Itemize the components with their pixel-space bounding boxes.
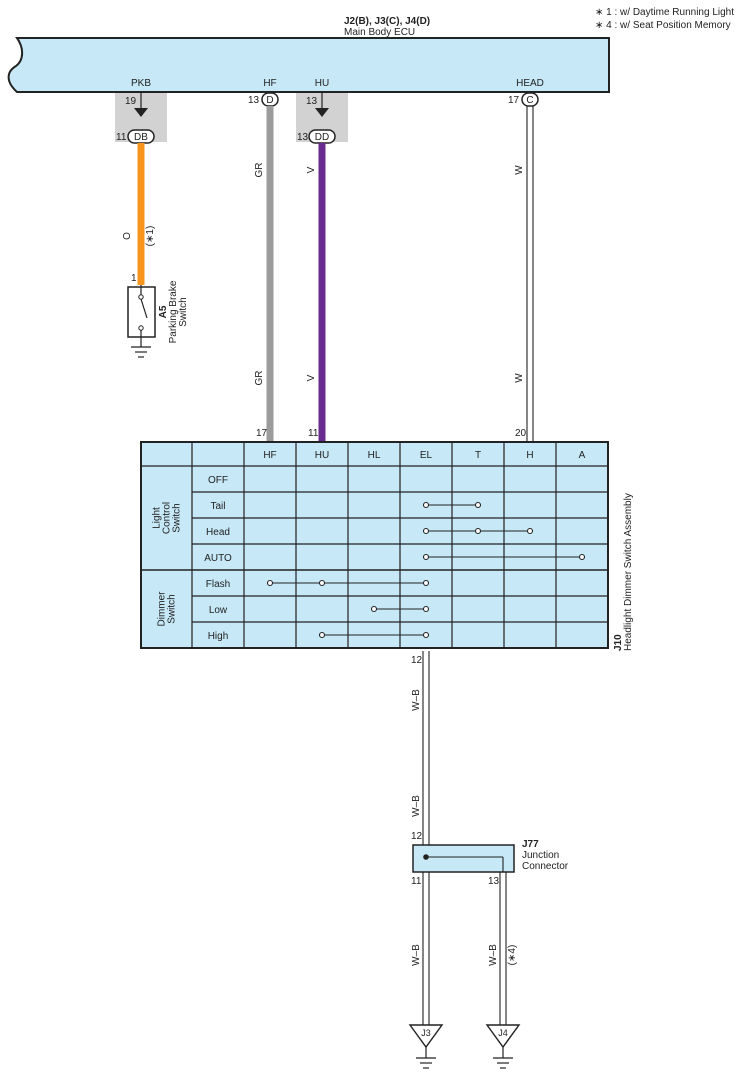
pin-ps: 1 [131, 273, 137, 284]
switch-row-low: Low [209, 605, 228, 616]
pin-sw-hu: 11 [308, 428, 319, 439]
pin-hu-top: 13 [306, 96, 318, 107]
wire-j4-note: (∗4) [507, 945, 518, 966]
pin-jc-out2: 13 [488, 876, 500, 887]
switch-row-tail: Tail [210, 501, 225, 512]
switch-row-auto: AUTO [204, 553, 232, 564]
switch-col-el: EL [420, 450, 433, 461]
switch-group-label: Dimmer [157, 591, 168, 627]
switch-group-label: Switch [172, 503, 183, 532]
pin-jc-out1: 11 [411, 876, 422, 887]
connector-c-label: C [526, 95, 533, 106]
pin-sw-hf: 17 [256, 428, 268, 439]
wire-pkb-color: O [122, 232, 133, 240]
junction-name1: Junction [522, 850, 559, 861]
ecu-terminal-head: HEAD [516, 78, 544, 89]
switch-group-label: Switch [167, 594, 178, 623]
ecu-name: Main Body ECU [344, 27, 415, 38]
ecu-body [7, 37, 610, 93]
switch-contact [422, 579, 430, 587]
ground-j3 [408, 1024, 444, 1049]
junction-connector [412, 844, 515, 873]
switch-contact [422, 553, 430, 561]
wire-head-color-bottom: W [514, 373, 525, 383]
arrow-pkb [134, 108, 148, 117]
switch-group-label: Light [152, 507, 163, 529]
wire-hf-color-bottom: GR [254, 371, 265, 386]
connector-dd-label: DD [315, 132, 329, 143]
parking-switch-name1: Parking Brake [168, 280, 179, 343]
switch-row-head: Head [206, 527, 230, 538]
pin-head: 17 [508, 95, 520, 106]
ground-j4 [485, 1024, 521, 1049]
ecu-terminal-pkb: PKB [131, 78, 151, 89]
ground-j4-label: J4 [498, 1028, 508, 1038]
switch-contact [422, 605, 430, 613]
connector-d-label: D [266, 95, 273, 106]
note-1: ∗ 1 : w/ Daytime Running Light [595, 7, 734, 18]
connector-db-label: DB [134, 132, 148, 143]
wire-j4-color: W–B [488, 944, 499, 966]
switch-contact [578, 553, 586, 561]
junction-code: J77 [522, 839, 539, 850]
junction-name2: Connector [522, 861, 569, 872]
parking-switch-code: A5 [158, 305, 169, 318]
pin-pkb-top: 19 [125, 96, 137, 107]
wire-hu-color-bottom: V [306, 374, 317, 381]
switch-contact [474, 501, 482, 509]
pin-hf: 13 [248, 95, 260, 106]
ecu-code: J2(B), J3(C), J4(D) [344, 16, 430, 27]
switch-col-a: A [579, 450, 586, 461]
switch-contact [422, 631, 430, 639]
ground-j3-label: J3 [421, 1028, 431, 1038]
pin-jc-in: 12 [411, 831, 423, 842]
switch-col-hl: HL [368, 450, 381, 461]
switch-contact [318, 579, 326, 587]
switch-col-hu: HU [315, 450, 329, 461]
pin-sw-ground: 12 [411, 655, 423, 666]
switch-row-flash: Flash [206, 579, 230, 590]
switch-col-hf: HF [263, 450, 276, 461]
switch-contact [526, 527, 534, 535]
wire-ground-color-2: W–B [411, 795, 422, 817]
wire-ground-color-1: W–B [411, 689, 422, 711]
switch-contact [370, 605, 378, 613]
parking-switch-name2: Switch [178, 297, 189, 326]
pin-pkb-conn: 11 [116, 132, 127, 143]
wire-hu-color-top: V [306, 166, 317, 173]
switch-table-frame [140, 441, 609, 649]
switch-contact [266, 579, 274, 587]
switch-col-t: T [475, 450, 481, 461]
pin-sw-head: 20 [515, 428, 527, 439]
wire-pkb-note: (∗1) [145, 226, 156, 247]
switch-row-off: OFF [208, 475, 228, 486]
switch-col-h: H [526, 450, 533, 461]
wire-hf-color-top: GR [254, 163, 265, 178]
arrow-hu [315, 108, 329, 117]
wire-head-color-top: W [514, 165, 525, 175]
ecu-terminal-hf: HF [263, 78, 276, 89]
switch-contact [318, 631, 326, 639]
switch-contact [422, 501, 430, 509]
switch-group-label: Control [162, 502, 173, 534]
assembly-code: J10 [613, 634, 624, 651]
pin-hu-conn: 13 [297, 132, 309, 143]
switch-contact [474, 527, 482, 535]
ecu-terminal-hu: HU [315, 78, 329, 89]
switch-row-high: High [208, 631, 229, 642]
wire-j3-color: W–B [411, 944, 422, 966]
connector-c [521, 92, 539, 107]
assembly-name: Headlight Dimmer Switch Assembly [623, 493, 634, 651]
note-2: ∗ 4 : w/ Seat Position Memory [595, 20, 731, 31]
switch-contact [422, 527, 430, 535]
